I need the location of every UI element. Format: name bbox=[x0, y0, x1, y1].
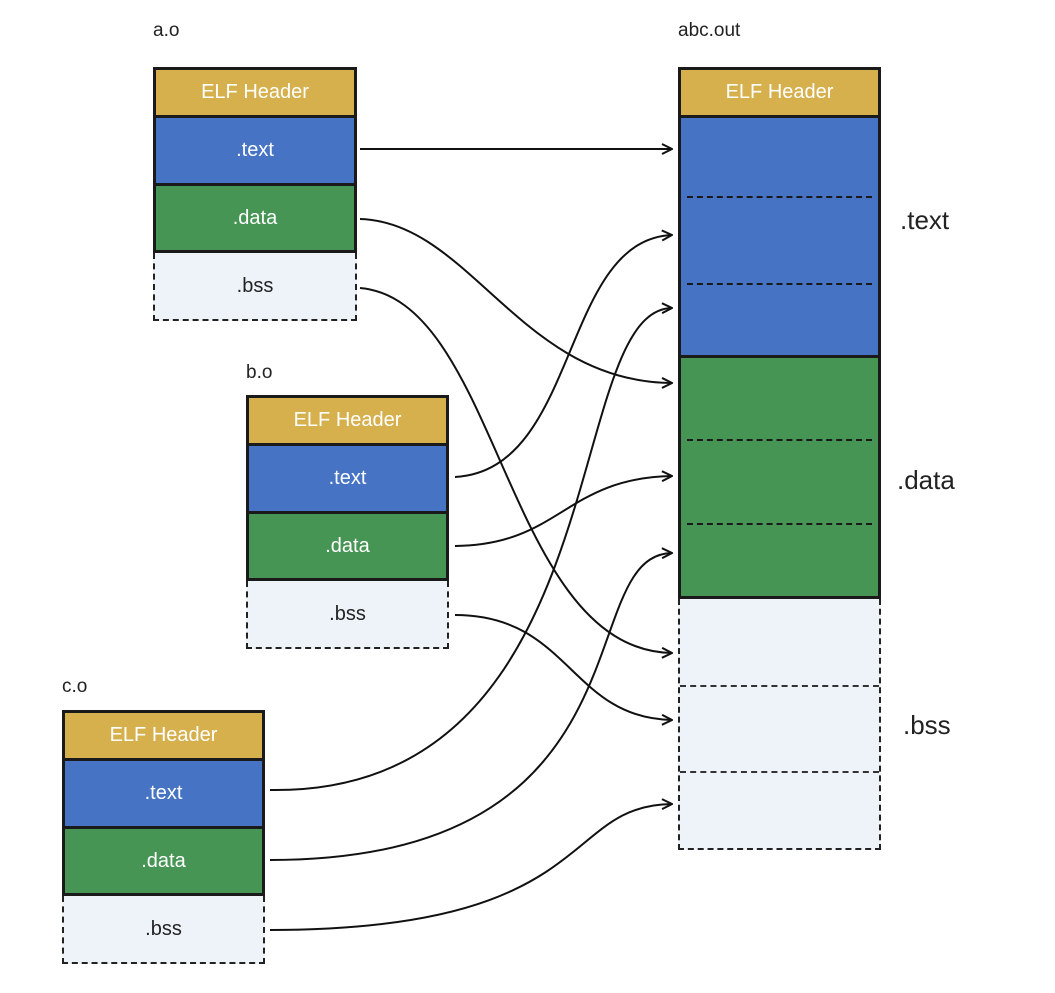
a-o-data-section: .data bbox=[153, 183, 357, 253]
output-text-label: .text bbox=[900, 205, 950, 235]
object-file-a-o: ELF Header .text .data .bss bbox=[153, 67, 357, 321]
file-label-b-o: b.o bbox=[246, 362, 273, 383]
executable-abc-out: ELF Header bbox=[678, 67, 881, 850]
b-o-text-section: .text bbox=[246, 443, 449, 511]
a-o-text-section: .text bbox=[153, 115, 357, 183]
bss-divider-2 bbox=[680, 771, 879, 773]
bss-divider-1 bbox=[680, 685, 879, 687]
arrow-c-bss bbox=[269, 804, 672, 931]
arrow-b-data bbox=[454, 476, 672, 547]
file-label-abc-out: abc.out bbox=[678, 20, 741, 41]
arrow-b-bss bbox=[454, 614, 672, 720]
abc-out-data-section bbox=[678, 355, 881, 599]
b-o-data-section: .data bbox=[246, 511, 449, 581]
file-label-a-o: a.o bbox=[153, 20, 180, 41]
arrow-a-bss bbox=[359, 287, 672, 653]
output-data-label: .data bbox=[897, 465, 955, 495]
c-o-text-section: .text bbox=[62, 758, 265, 826]
c-o-elf-header: ELF Header bbox=[62, 710, 265, 758]
file-label-c-o: c.o bbox=[62, 676, 88, 697]
arrow-c-text bbox=[269, 308, 672, 792]
arrow-b-text bbox=[454, 235, 672, 478]
a-o-elf-header: ELF Header bbox=[153, 67, 357, 115]
c-o-bss-section: .bss bbox=[62, 896, 265, 964]
object-file-b-o: ELF Header .text .data .bss bbox=[246, 395, 449, 649]
object-file-c-o: ELF Header .text .data .bss bbox=[62, 710, 265, 964]
arrow-a-data bbox=[359, 218, 672, 383]
abc-out-elf-header: ELF Header bbox=[678, 67, 881, 115]
b-o-elf-header: ELF Header bbox=[246, 395, 449, 443]
a-o-bss-section: .bss bbox=[153, 253, 357, 321]
data-divider-1 bbox=[687, 439, 872, 441]
data-divider-2 bbox=[687, 523, 872, 525]
output-bss-label: .bss bbox=[903, 710, 951, 740]
abc-out-text-section bbox=[678, 115, 881, 355]
b-o-bss-section: .bss bbox=[246, 581, 449, 649]
text-divider-2 bbox=[687, 283, 872, 285]
c-o-data-section: .data bbox=[62, 826, 265, 896]
text-divider-1 bbox=[687, 196, 872, 198]
arrow-c-data bbox=[269, 553, 672, 861]
abc-out-bss-section bbox=[678, 599, 881, 850]
